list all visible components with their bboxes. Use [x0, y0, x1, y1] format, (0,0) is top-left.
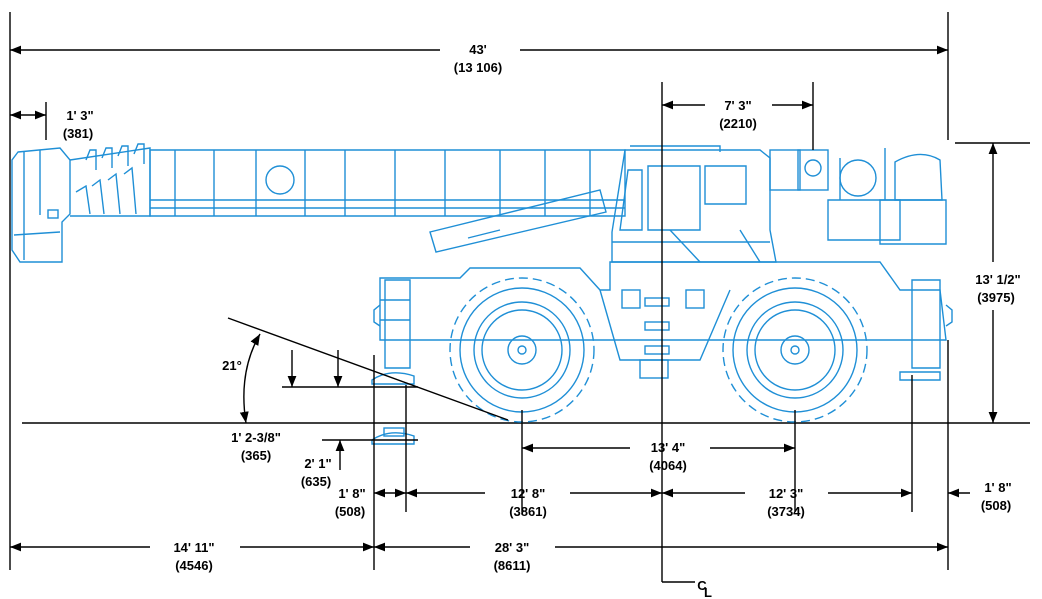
centerline-symbol-sub: L	[704, 585, 712, 599]
dim-center-rear-ft: 12' 3"	[769, 486, 804, 501]
dim-overall-mm: (13 106)	[454, 60, 502, 75]
dim-height-mm: (3975)	[977, 290, 1015, 305]
centerline-symbol: C	[697, 578, 707, 593]
dim-clearance-mm: (365)	[241, 448, 271, 463]
front-tire	[449, 277, 595, 423]
dim-clearance-ft: 1' 2-3/8"	[231, 430, 281, 445]
crane-illustration	[11, 143, 1030, 445]
rear-tire	[722, 277, 868, 423]
dim-boom-overhang-mm: (4546)	[175, 558, 213, 573]
dim-boom-overhang-ft: 14' 11"	[173, 540, 214, 555]
boom	[11, 143, 626, 263]
dim-outrigger-span-mm: (8611)	[494, 558, 531, 573]
dim-cab-pin-ft: 7' 3"	[724, 98, 751, 113]
dim-rear-gap-mm: (508)	[981, 498, 1011, 513]
dim-overall-ft: 43'	[469, 42, 487, 57]
dim-pad-drop-ft: 2' 1"	[304, 456, 331, 471]
dim-boom-nose-mm: (381)	[63, 126, 93, 141]
dim-center-rear-mm: (3734)	[767, 504, 805, 519]
dim-rear-gap-ft: 1' 8"	[984, 480, 1011, 495]
carrier-frame	[371, 261, 953, 385]
dim-cab-pin-mm: (2210)	[719, 116, 757, 131]
outrigger-pad	[371, 427, 415, 445]
dimension-lines	[9, 12, 1030, 583]
dimension-labels: 43' (13 106) 1' 3" (381) 7' 3" (2210) 13…	[63, 42, 1021, 599]
dim-front-center-mm: (3861)	[509, 504, 547, 519]
dim-approach-angle: 21°	[222, 358, 242, 373]
dim-height-ft: 13' 1/2"	[975, 272, 1020, 287]
dim-front-gap-ft: 1' 8"	[338, 486, 365, 501]
dim-front-gap-mm: (508)	[335, 504, 365, 519]
dim-wheelbase-ft: 13' 4"	[651, 440, 686, 455]
dim-wheelbase-mm: (4064)	[649, 458, 687, 473]
dim-boom-nose-ft: 1' 3"	[66, 108, 93, 123]
dim-front-center-ft: 12' 8"	[511, 486, 546, 501]
cab	[611, 145, 777, 263]
dim-outrigger-span-ft: 28' 3"	[495, 540, 530, 555]
machinery-house	[769, 148, 947, 245]
dim-pad-drop-mm: (635)	[301, 474, 331, 489]
